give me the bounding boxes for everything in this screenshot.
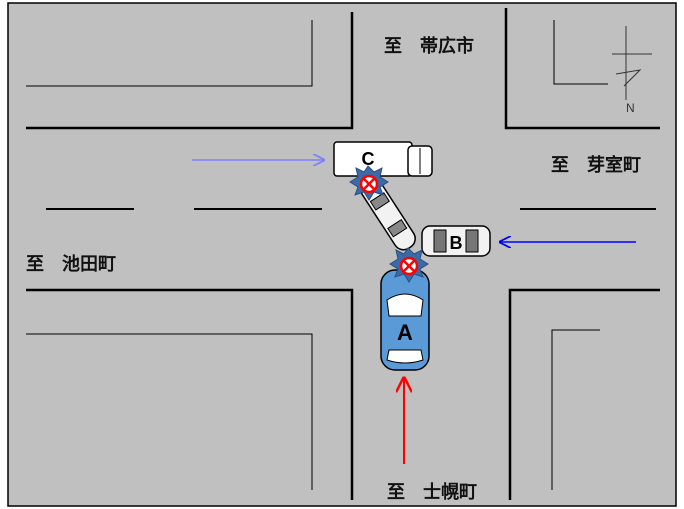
block-northwest [26, 12, 354, 130]
vehicle-a: A [380, 269, 430, 371]
vehicle-b: B [421, 225, 491, 257]
label-south-road: 至 士幌町 [387, 481, 477, 503]
north-label: N [626, 101, 635, 115]
impact-marker-icon [389, 247, 429, 283]
block-southeast [508, 288, 660, 500]
vehicle-a-label: A [397, 320, 413, 345]
block-northeast [504, 8, 660, 130]
block-southwest [26, 288, 354, 500]
vehicle-b-label: B [450, 233, 463, 253]
impact-marker-icon [349, 165, 389, 201]
label-east-road: 至 芽室町 [551, 154, 641, 176]
vehicle-c-label: C [362, 149, 375, 169]
label-west-road: 至 池田町 [26, 253, 116, 275]
vehicle-c-truck: C [333, 141, 433, 177]
label-north-road: 至 帯広市 [384, 35, 474, 57]
north-arrow-icon [612, 26, 652, 100]
diagram-background [7, 2, 677, 507]
